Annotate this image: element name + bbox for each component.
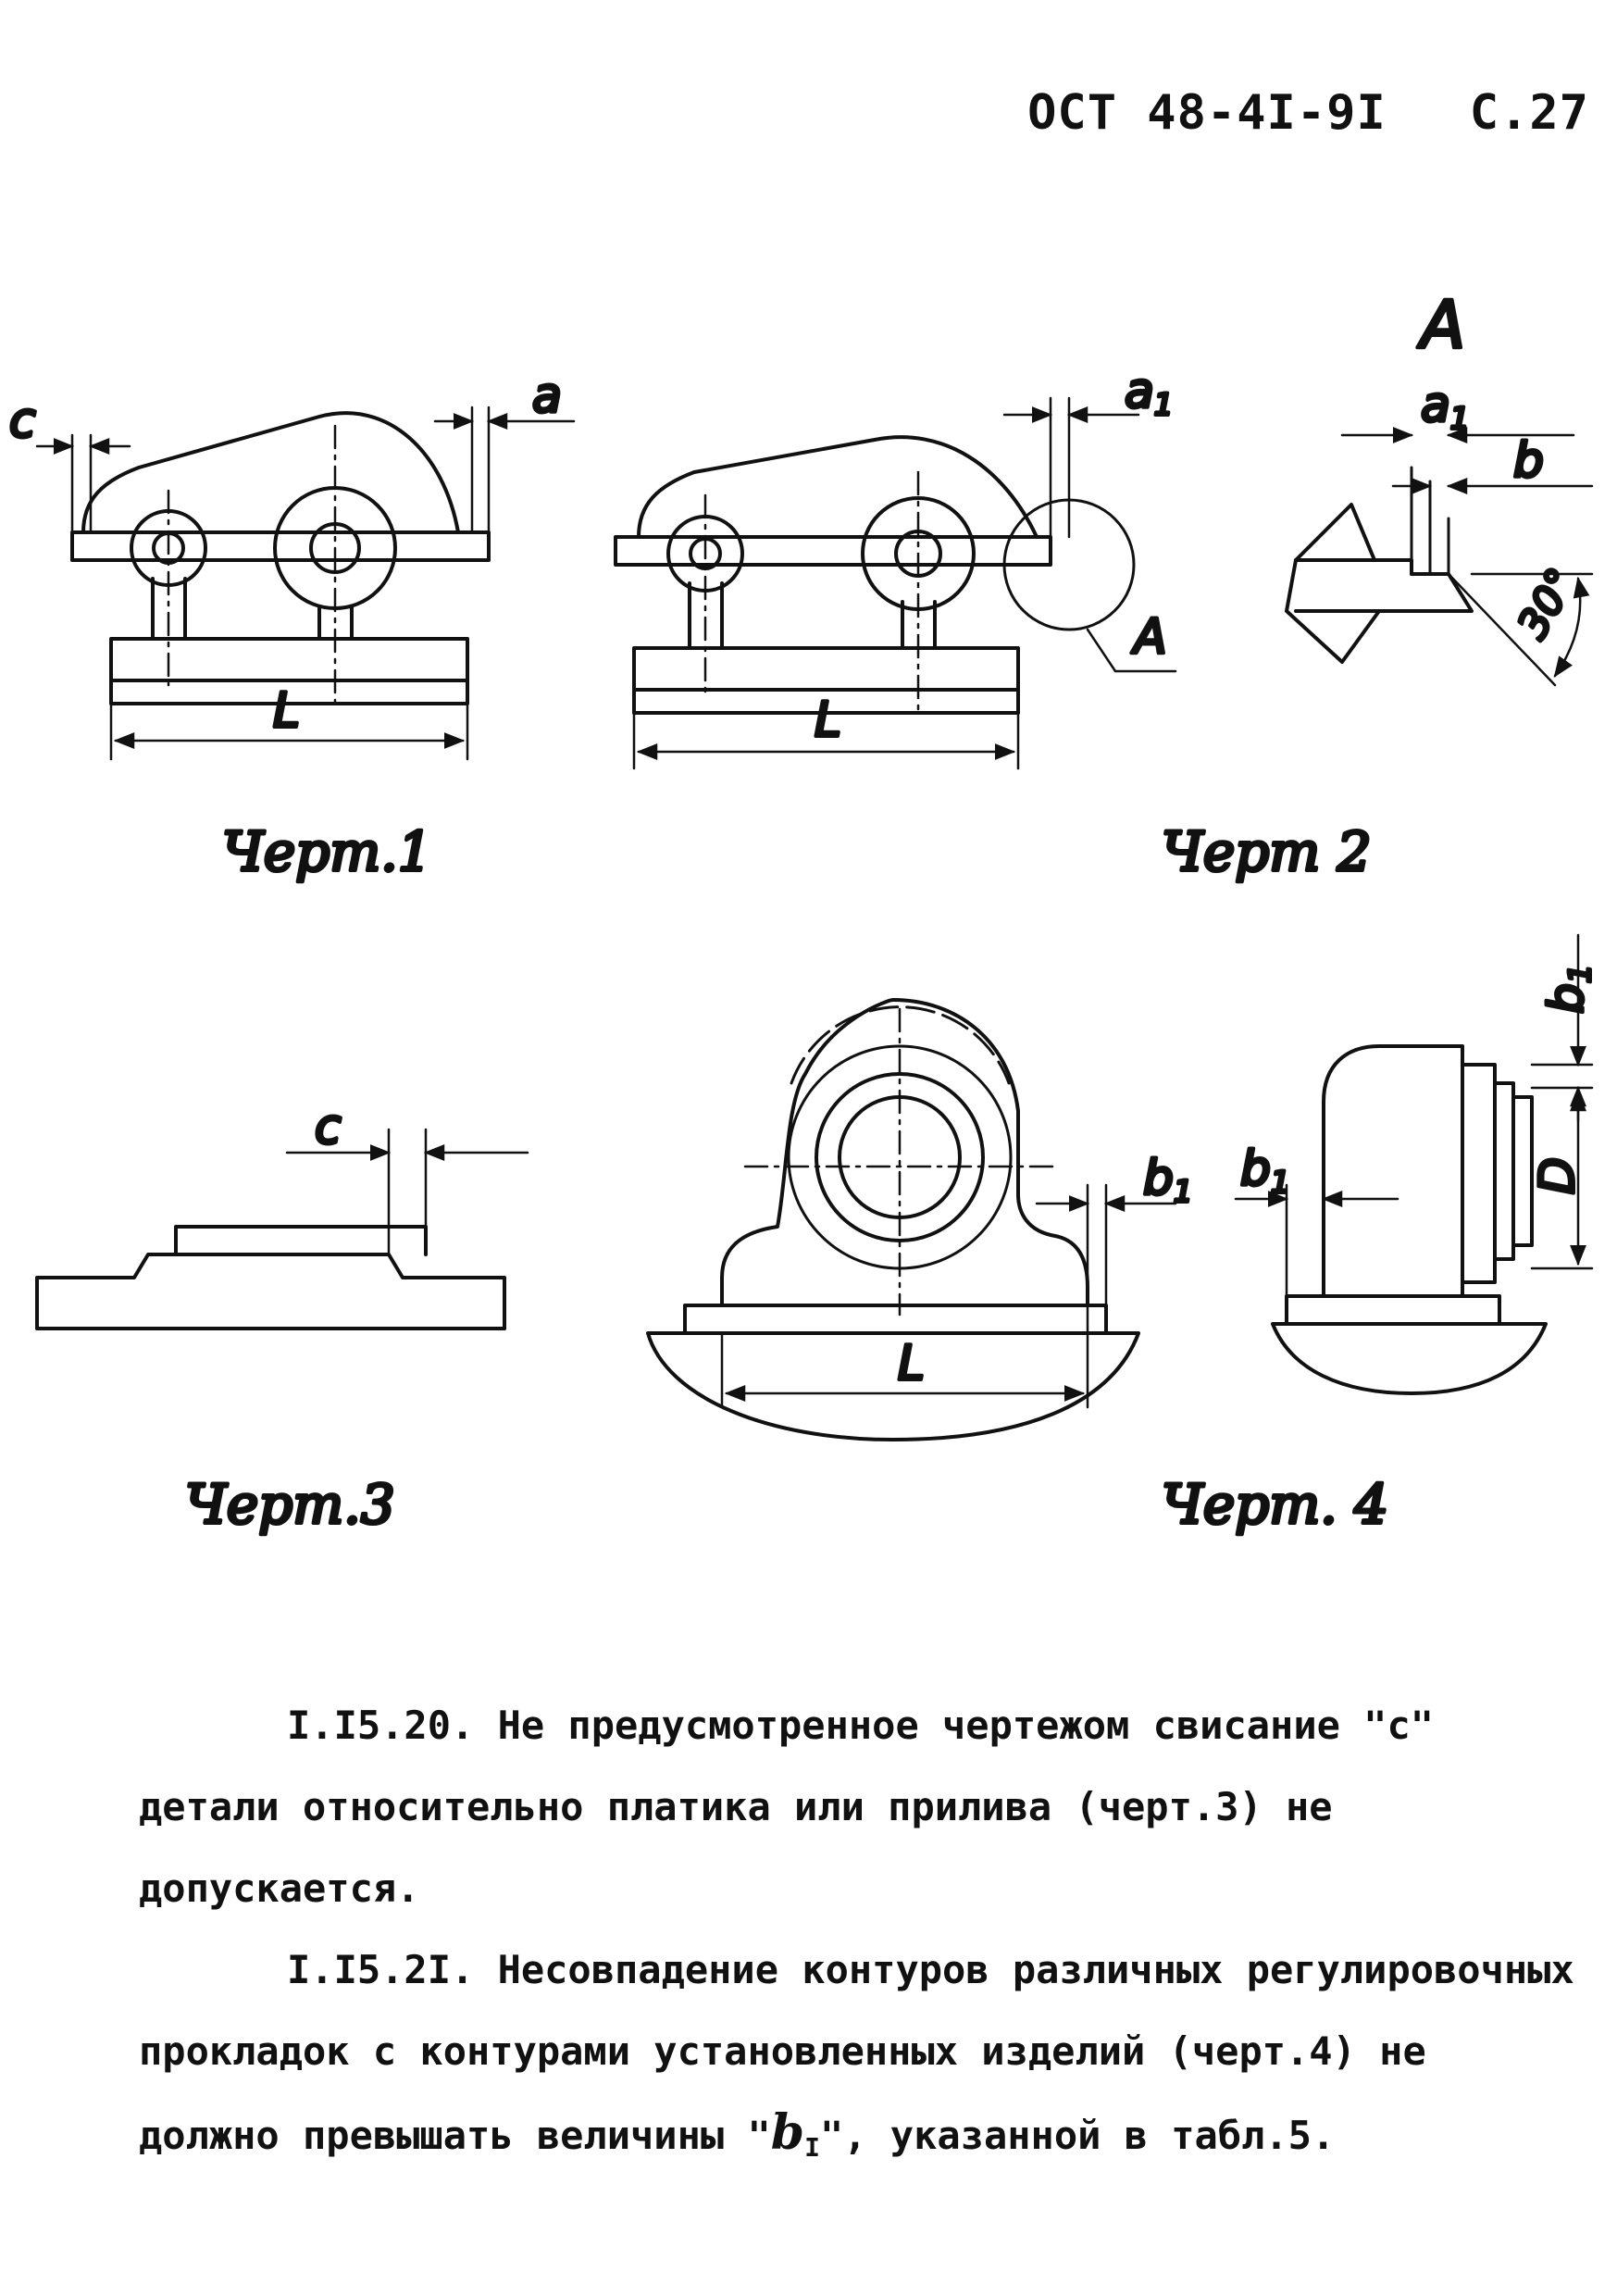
fig1-base-plate <box>109 637 469 705</box>
fig2-label-L: L <box>815 693 841 748</box>
fig4-label-b1-side: b1 <box>1240 1142 1289 1200</box>
detail-a-label-a1: a1 <box>1421 378 1469 436</box>
fig4-label-b1-front: b1 <box>1143 1151 1192 1209</box>
paragraph-1-rest: свисание "c" детали относительно платика… <box>139 1703 1435 1911</box>
fig2-leg-right <box>901 600 937 650</box>
fig3-caption: Черт.3 <box>185 1473 395 1536</box>
body-text: I.I5.20. Не предусмотренное чертежом сви… <box>139 1685 1583 2189</box>
fig1-caption: Черт.1 <box>222 820 432 883</box>
page-header: ОСТ 48-4I-9I С.27 <box>1027 85 1589 141</box>
fig1-flange <box>70 530 491 562</box>
fig1-leg-left <box>151 577 187 641</box>
figure-3 <box>35 1128 529 1330</box>
fig4-bearing-outer <box>815 1072 985 1242</box>
fig2-leg-left <box>688 581 724 650</box>
fig4-label-L: L <box>898 1336 925 1391</box>
figure-4-side <box>1234 933 1594 1395</box>
standard-number: ОСТ 48-4I-9I <box>1027 85 1387 141</box>
fig1-label-c: c <box>9 393 36 449</box>
fig4-side-housing <box>1322 1044 1464 1298</box>
paragraph-1-lead: I.I5.20. Не предусмотренное чертежом <box>287 1703 1130 1748</box>
fig3-base <box>35 1253 506 1330</box>
fig2-label-a1: a1 <box>1125 364 1173 422</box>
fig3-label-c: c <box>315 1100 342 1155</box>
fig3-part <box>174 1225 428 1256</box>
fig4-label-b1-top: b1 <box>1539 965 1598 1014</box>
fig1-label-a: a <box>532 368 562 424</box>
technical-drawings: c a L Черт.1 a1 A L Черт 2 <box>7 285 1599 1538</box>
fig1-label-L: L <box>273 683 300 739</box>
fig1-housing <box>81 411 460 534</box>
paragraph-2: I.I5.2I. Несовпадение контуров различных… <box>139 1929 1583 2189</box>
fig4-side-foundation <box>1271 1322 1548 1395</box>
fig2-housing <box>637 435 1039 539</box>
page-number: С.27 <box>1469 85 1589 141</box>
fig4-shim <box>683 1304 1108 1335</box>
paragraph-2-lead: I.I5.2I. Несовпадение контуров различных… <box>139 1947 1574 2158</box>
paragraph-2-end: ", указанной в табл.5. <box>819 2113 1336 2158</box>
detail-a <box>1285 427 1594 687</box>
paragraph-2-symbol: b <box>770 2104 805 2161</box>
paragraph-1: I.I5.20. Не предусмотренное чертежом сви… <box>139 1685 1583 1929</box>
fig4-label-D: D <box>1530 1157 1586 1194</box>
paragraph-2-symbol-sub: I <box>804 2132 820 2163</box>
fig2-base-plate <box>632 646 1020 715</box>
fig1-leg-right <box>317 605 354 641</box>
fig2-label-A: A <box>1131 609 1167 665</box>
detail-a-title: A <box>1417 287 1465 363</box>
figure-2 <box>614 396 1177 770</box>
detail-a-label-b: b <box>1513 433 1544 489</box>
fig4-housing <box>720 998 1089 1307</box>
fig4-bearing-inner <box>838 1095 962 1219</box>
fig2-flange <box>614 535 1052 567</box>
fig4-caption: Черт. 4 <box>1162 1473 1388 1536</box>
figure-4-front <box>646 998 1177 1441</box>
fig2-caption: Черт 2 <box>1162 820 1372 883</box>
fig4-side-shim <box>1285 1294 1501 1326</box>
figure-1 <box>35 406 576 761</box>
fig4-foundation <box>646 1331 1140 1441</box>
